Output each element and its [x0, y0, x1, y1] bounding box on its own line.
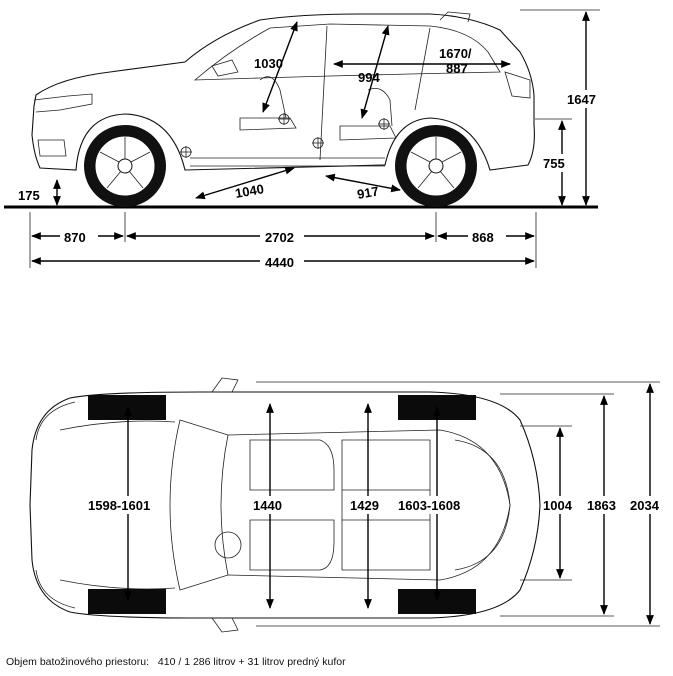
fog-light — [37, 139, 67, 157]
side-body-outline — [31, 13, 535, 171]
cargo-volume-value: 410 / 1 286 litrov + 31 litrov predný ku… — [157, 656, 346, 668]
front-legroom-label: 1040 — [234, 181, 265, 201]
cargo-length-label-line2: 887 — [446, 61, 468, 76]
top-view-car — [29, 377, 541, 633]
cargo-width-label: 1004 — [543, 498, 573, 513]
c-pillar — [414, 27, 431, 111]
front-right-wheel-top — [88, 589, 166, 614]
taillight — [504, 71, 531, 99]
cargo-area — [454, 439, 511, 571]
side-mirror — [211, 59, 239, 77]
rear-bench — [341, 439, 431, 571]
front-overhang-label: 870 — [64, 230, 86, 245]
seat-reference-points — [180, 113, 390, 158]
front-shoulder-width-label: 1440 — [253, 498, 282, 513]
front-bumper-lines — [35, 401, 76, 609]
cargo-volume-footer: Objem batožinového priestoru: 410 / 1 28… — [6, 656, 352, 668]
rear-legroom-label: 917 — [356, 183, 380, 202]
windshield — [169, 419, 229, 591]
rear-overhang-label: 868 — [472, 230, 494, 245]
rear-track-label: 1603-1608 — [398, 498, 460, 513]
width-with-mirrors-label: 2034 — [630, 498, 660, 513]
rear-overhang-height-label: 755 — [543, 156, 565, 171]
height-label: 1647 — [567, 92, 596, 107]
top-dimension-lines — [124, 381, 660, 627]
front-headroom-label: 1030 — [254, 56, 283, 71]
mirror-right — [211, 617, 239, 633]
total-length-label: 4440 — [265, 255, 294, 270]
body-width-label: 1863 — [587, 498, 616, 513]
cargo-volume-label: Objem batožinového priestoru: — [6, 656, 149, 668]
side-window-line — [193, 23, 501, 81]
roof-spoiler — [439, 11, 471, 23]
front-seat-left — [249, 439, 335, 491]
cargo-length-label-line1: 1670/ — [439, 46, 472, 61]
mirror-left — [211, 377, 239, 393]
front-seat-right — [249, 519, 335, 571]
b-pillar — [319, 25, 328, 161]
side-dimension-labels: 1647 755 175 1030 994 1670/ 887 1040 917… — [18, 46, 608, 270]
hood-lines — [59, 420, 176, 590]
rear-wheel-side — [395, 125, 477, 207]
top-body-outline — [29, 391, 541, 619]
front-track-label: 1598-1601 — [88, 498, 150, 513]
top-dimension-labels: 1598-1601 1440 1429 1603-1608 1004 1863 … — [86, 496, 668, 514]
rear-shoulder-width-label: 1429 — [350, 498, 379, 513]
side-sill — [190, 157, 385, 167]
steering-wheel — [214, 531, 242, 559]
wheelbase-label: 2702 — [265, 230, 294, 245]
rear-headroom-label: 994 — [358, 70, 380, 85]
headlight — [33, 93, 93, 113]
ground-clearance-label: 175 — [18, 188, 40, 203]
front-wheel-side — [84, 125, 166, 207]
front-left-wheel-top — [88, 395, 166, 420]
